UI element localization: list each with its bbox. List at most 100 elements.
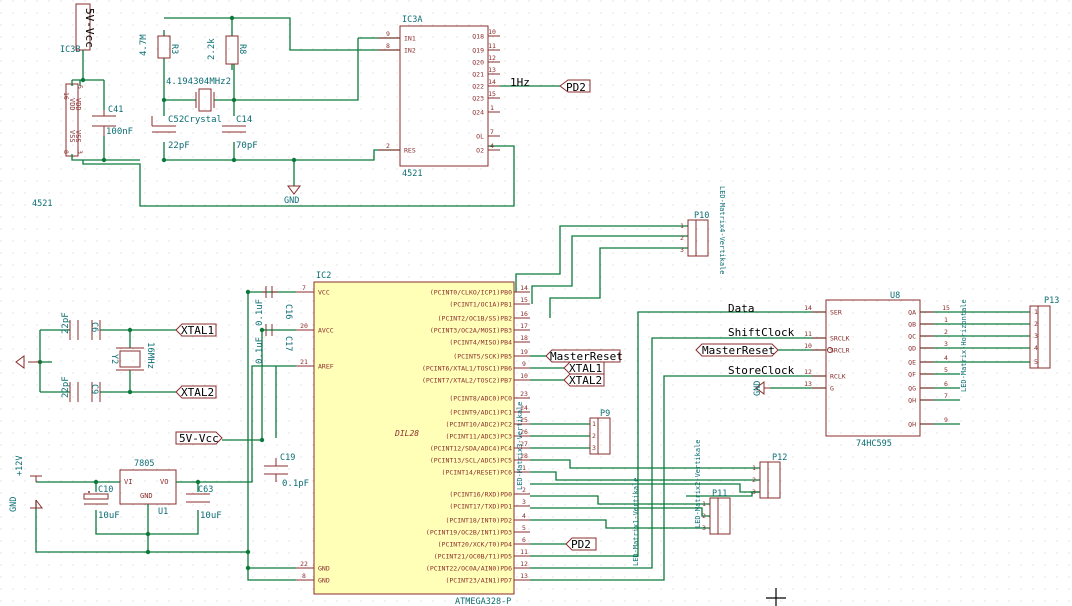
svg-text:R3: R3 bbox=[169, 44, 179, 54]
u8-right-pin-3: QD3 bbox=[908, 340, 948, 353]
u8-left-pin-name: SRCLK bbox=[830, 335, 850, 343]
r8-resistor: 2.2k R8 bbox=[207, 35, 247, 65]
svg-text:2: 2 bbox=[752, 476, 756, 484]
ic3b-pin3: 3 bbox=[76, 150, 84, 154]
ic2-right-pin-num: 16 bbox=[520, 310, 528, 318]
ic3a-left-pin-num: 9 bbox=[386, 30, 390, 38]
svg-text:LED-Matrix1-Vertikale: LED-Matrix1-Vertikale bbox=[632, 477, 640, 566]
v12-symbol: +12V bbox=[15, 456, 42, 482]
p10-connector: P10 1 2 3 LED-Matrix4-Vertikale bbox=[515, 186, 726, 318]
c19-capacitor: C19 0.1pF bbox=[264, 453, 309, 489]
ic2-right-pin-name: (PCINT8/ADC0)PC0 bbox=[449, 395, 512, 403]
ic2-junctions bbox=[245, 289, 265, 571]
store-net-label: StoreClock bbox=[728, 364, 795, 377]
crystal-16mhz-section: 22pF C6 22pF C9 Y2 16MHz GND bbox=[15, 312, 176, 402]
ic2-right-pin-num: 10 bbox=[520, 372, 528, 380]
xtal2-right-net: XTAL2 bbox=[530, 373, 605, 387]
ic3a-right-pin-name: O2 bbox=[476, 147, 484, 155]
y2-value: 16MHz bbox=[145, 342, 155, 369]
svg-text:2.2k: 2.2k bbox=[207, 38, 217, 60]
u8-left-pin-name: SER bbox=[830, 309, 842, 317]
svg-text:LED-Matrix3-Vertikale: LED-Matrix3-Vertikale bbox=[516, 401, 524, 490]
gnd-u8-symbol: GND bbox=[753, 381, 770, 396]
p13-connector: P13 1 2 3 4 5 LED-Matrix-Horizontale bbox=[960, 296, 1059, 392]
svg-text:5: 5 bbox=[1034, 358, 1038, 366]
c14-capacitor: C14 70pF bbox=[222, 115, 258, 151]
ic3a-left-pin-name: IN2 bbox=[404, 47, 416, 55]
ic2-right-pin-num: 4 bbox=[522, 512, 526, 520]
svg-text:7805: 7805 bbox=[134, 459, 154, 469]
regulator-7805: 7805 VI GND VO U1 bbox=[35, 459, 214, 555]
c9-ref: C9 bbox=[89, 384, 99, 394]
svg-text:3: 3 bbox=[752, 488, 756, 496]
ic3a-right-pin-0: Q18 10 bbox=[472, 28, 500, 41]
u8-right-pin-num: 1 bbox=[944, 316, 948, 324]
ic2-right-pin-num: 15 bbox=[520, 296, 528, 304]
ic2-right-pin-num: 9 bbox=[522, 360, 526, 368]
u8-right-pin-name: QH bbox=[908, 397, 916, 405]
svg-text:P10: P10 bbox=[694, 211, 709, 221]
u8-right-pin-name: QB bbox=[908, 321, 916, 329]
ic2-right-pin-num: 5 bbox=[522, 524, 526, 532]
c9-value: 22pF bbox=[61, 376, 71, 398]
data-net-label: Data bbox=[728, 302, 755, 315]
u8-right-pin-7: QH7 bbox=[908, 392, 948, 405]
svg-text:1: 1 bbox=[1034, 308, 1038, 316]
vcc-mid-label: 5V-Vcc bbox=[175, 431, 223, 445]
ic2-right-pin-name: (PCINT22/OC0A/AIN0)PD6 bbox=[426, 565, 512, 573]
ic2-right-pin-num: 19 bbox=[520, 348, 528, 356]
ic2-left-pin-num: 20 bbox=[300, 322, 308, 330]
ic2-right-pin-name: (PCINT2/OC1B/SS)PB2 bbox=[438, 315, 512, 323]
svg-text:22pF: 22pF bbox=[168, 141, 190, 151]
ic2-right-pin-name: (PCINT13/SCL/ADC5)PC5 bbox=[430, 457, 512, 465]
xtal1-right-net: XTAL1 bbox=[530, 361, 605, 375]
u8-right-pin-name: QD bbox=[908, 345, 916, 353]
svg-text:10uF: 10uF bbox=[98, 511, 120, 521]
svg-text:XTAL2: XTAL2 bbox=[181, 386, 214, 399]
u8-chip: U8 74HC595 SER14SRCLK11SRCLR10RCLK12G13 … bbox=[804, 291, 950, 449]
ic3a-right-pin-num: 7 bbox=[490, 128, 494, 136]
ic2-right-pin-name: (PCINT17/TXD)PD1 bbox=[449, 503, 512, 511]
svg-text:P9: P9 bbox=[600, 409, 610, 419]
xtal2-label: XTAL2 bbox=[175, 385, 217, 399]
svg-text:0.1uF: 0.1uF bbox=[255, 299, 265, 326]
svg-text:XTAL2: XTAL2 bbox=[569, 374, 602, 387]
ic3a-right-pin-name: Q22 bbox=[472, 83, 484, 91]
ic3a-right-pin-num: 10 bbox=[488, 28, 496, 36]
ic3b-vss1: VSS bbox=[68, 130, 76, 143]
ic3a-right-pin-name: OL bbox=[476, 133, 484, 141]
svg-text:3: 3 bbox=[680, 246, 684, 254]
svg-text:IC3A: IC3A bbox=[402, 15, 422, 25]
u8-left-pin-num: 13 bbox=[804, 380, 812, 388]
xtal1-label: XTAL1 bbox=[175, 323, 217, 337]
ic2-left-pin-name: AVCC bbox=[318, 327, 334, 335]
ic3a-right-pin-name: Q18 bbox=[472, 33, 484, 41]
svg-text:4.194304MHz2: 4.194304MHz2 bbox=[166, 77, 231, 87]
pd2-bottom-net: PD2 bbox=[530, 537, 597, 551]
svg-text:4.7M: 4.7M bbox=[139, 34, 149, 56]
u8-right-pin-num: 6 bbox=[944, 380, 948, 388]
ic3a-right-pin-num: 13 bbox=[488, 66, 496, 74]
ic3b-vss2: VSS bbox=[74, 130, 82, 143]
ic3a-right-pin-name: Q20 bbox=[472, 59, 484, 67]
svg-text:GND: GND bbox=[284, 196, 299, 206]
